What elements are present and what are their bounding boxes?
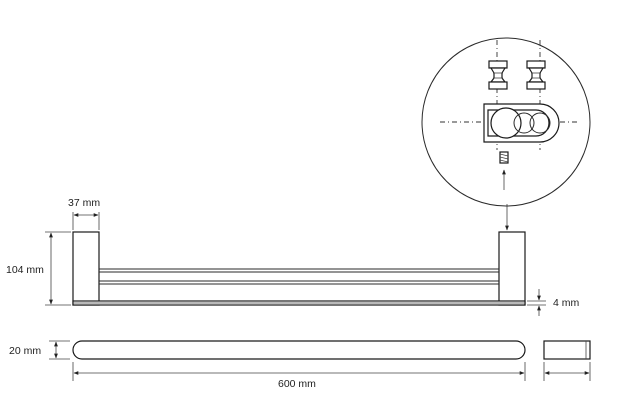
side-view bbox=[543, 340, 591, 381]
thickness-label: 4 mm bbox=[553, 297, 580, 309]
top-view-bar bbox=[72, 340, 526, 360]
length-dimension: 600 mm bbox=[72, 362, 526, 390]
mounting-plate bbox=[483, 103, 560, 143]
depth-dimension: 20 mm bbox=[9, 340, 70, 360]
width-label: 37 mm bbox=[68, 197, 100, 209]
left-mount-block bbox=[72, 231, 100, 306]
length-label: 600 mm bbox=[278, 378, 316, 390]
height-dimension: 104 mm bbox=[6, 231, 71, 306]
depth-label: 20 mm bbox=[9, 345, 41, 357]
right-mount-block bbox=[498, 231, 526, 306]
height-label: 104 mm bbox=[6, 264, 44, 276]
detail-view bbox=[421, 37, 591, 207]
detail-circle bbox=[421, 37, 591, 207]
anchor-right bbox=[526, 60, 546, 90]
thickness-dimension: 4 mm bbox=[527, 289, 580, 316]
anchor-left bbox=[488, 60, 508, 90]
side-view-block bbox=[543, 340, 591, 360]
front-view bbox=[72, 231, 526, 306]
top-view bbox=[72, 340, 526, 360]
set-screw bbox=[499, 151, 509, 190]
width-dimension: 37 mm bbox=[68, 197, 100, 230]
